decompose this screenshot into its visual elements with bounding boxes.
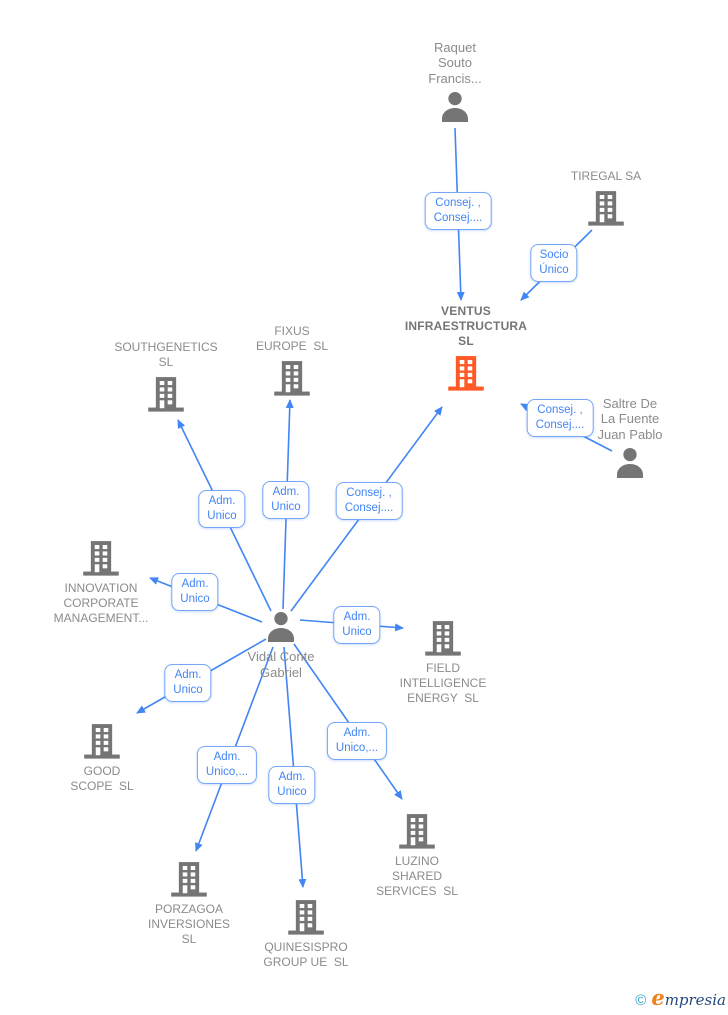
edge-label-vidal-to-fixus[interactable]: Adm. Unico <box>262 481 310 519</box>
building-icon <box>80 719 124 761</box>
edge-label-text: Consej.... <box>535 419 585 431</box>
edge-label-vidal-to-quinesispro[interactable]: Adm. Unico <box>268 766 316 804</box>
edge-label-vidal-to-ventus[interactable]: Consej. , Consej.... <box>335 482 403 520</box>
person-icon <box>611 444 649 482</box>
building-icon <box>144 372 188 414</box>
empresia-logo[interactable]: © empresia <box>635 985 726 1010</box>
person-icon <box>262 608 300 646</box>
edge-label-text: Adm. <box>208 495 236 507</box>
edge-label-text: Unico <box>277 786 307 798</box>
edge-label-text: Consej.... <box>433 212 483 224</box>
edge-label-saltre-to-ventus[interactable]: Consej. , Consej.... <box>526 399 594 437</box>
edge-label-text: Unico,... <box>205 766 249 778</box>
edge-label-text: Socio <box>539 249 569 261</box>
edge-label-text: Consej. , <box>537 404 583 416</box>
edge-label-vidal-to-goodscope[interactable]: Adm. Unico <box>164 664 212 702</box>
building-icon <box>444 351 488 393</box>
edge-label-text: Adm. <box>213 751 241 763</box>
edge-label-vidal-to-field[interactable]: Adm. Unico <box>333 606 381 644</box>
edge-label-text: Unico <box>207 510 237 522</box>
edge-label-text: Adm. <box>278 771 306 783</box>
edge-label-text: Único <box>539 264 569 276</box>
edge-label-text: Adm. <box>343 611 371 623</box>
brand-wordmark: empresia <box>651 985 726 1010</box>
edge-label-text: Unico,... <box>335 742 379 754</box>
edge-label-text: Unico <box>173 684 203 696</box>
edge-label-text: Consej. , <box>435 197 481 209</box>
edge-label-text: Adm. <box>174 669 202 681</box>
building-icon <box>270 356 314 398</box>
edge-label-text: Unico <box>342 626 372 638</box>
edge-label-vidal-to-luzino[interactable]: Adm. Unico,... <box>326 722 388 760</box>
building-icon <box>584 186 628 228</box>
edge-label-text: Adm. <box>272 486 300 498</box>
edge-label-text: Unico <box>180 593 210 605</box>
copyright-icon: © <box>635 992 647 1009</box>
edge-label-vidal-to-innovation[interactable]: Adm. Unico <box>171 573 219 611</box>
edge-label-text: Adm. <box>181 578 209 590</box>
edge-line-vidal-to-luzino <box>293 643 403 800</box>
building-icon <box>395 809 439 851</box>
edge-label-text: Unico <box>271 501 301 513</box>
node-tiregal[interactable]: TIREGAL SA <box>571 169 641 228</box>
edge-label-vidal-to-southgenetics[interactable]: Adm. Unico <box>198 490 246 528</box>
edge-label-text: Consej. , <box>346 487 392 499</box>
person-icon <box>436 88 474 126</box>
building-icon <box>421 616 465 658</box>
edge-label-vidal-to-porzagoa[interactable]: Adm. Unico,... <box>196 746 258 784</box>
building-icon <box>167 857 211 899</box>
building-icon <box>284 895 328 937</box>
edge-label-text: Adm. <box>343 727 371 739</box>
node-label-tiregal: TIREGAL SA <box>570 169 642 183</box>
edge-label-text: Consej.... <box>344 502 394 514</box>
building-icon <box>79 536 123 578</box>
edge-label-raquet-to-ventus[interactable]: Consej. , Consej.... <box>424 192 492 230</box>
